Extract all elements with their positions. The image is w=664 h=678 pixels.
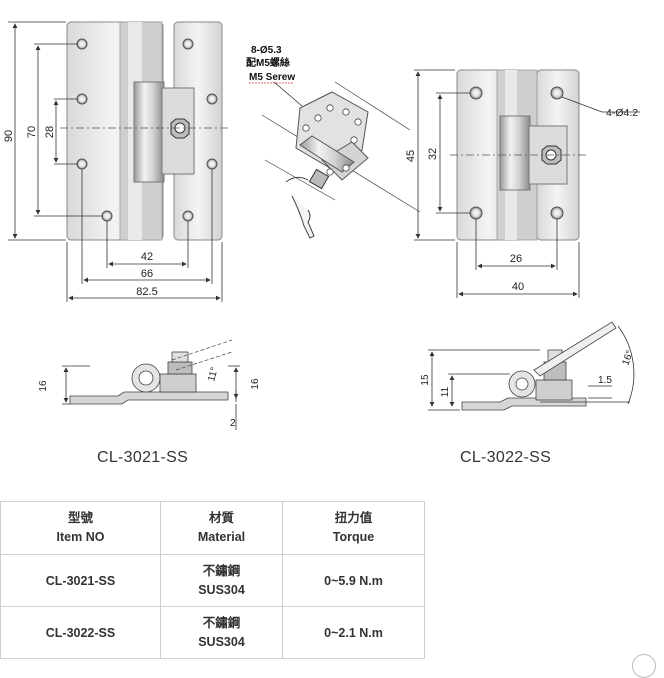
- cell-material-zh: 不鏽鋼: [202, 563, 241, 578]
- cell-item: CL-3021-SS: [0, 554, 161, 607]
- header-item-no-zh: 型號: [67, 511, 93, 525]
- header-torque-zh: 扭力值: [334, 511, 373, 525]
- side-dim-15: 15: [420, 374, 431, 386]
- right-hinge-side-view: 15 11 1.5 16°: [420, 321, 636, 411]
- dim-42: 42: [141, 251, 153, 263]
- header-material-en: Material: [197, 530, 246, 544]
- note-screw-zh: 配M5螺絲: [246, 56, 290, 69]
- header-torque-en: Torque: [332, 530, 375, 544]
- table-row: CL-3021-SS 不鏽鋼 SUS304 0~5.9 N.m: [0, 554, 425, 607]
- model-label-right: CL-3022-SS: [460, 449, 552, 466]
- side-dim-2: 2: [230, 418, 236, 429]
- note-hole-spec: 8-Ø5.3: [251, 45, 282, 56]
- left-hinge-side-view: 16 16 11° 2: [38, 339, 261, 430]
- note-screw-en: M5 Serew: [249, 72, 295, 83]
- header-item-no-en: Item NO: [56, 530, 105, 544]
- header-material-zh: 材質: [208, 511, 234, 525]
- cell-torque: 0~5.9 N.m: [282, 554, 425, 607]
- left-hinge-front-view: 90 70 28 42 66 82.5: [3, 21, 230, 302]
- header-material: 材質 Material: [160, 501, 283, 555]
- side-angle-11: 11°: [206, 366, 220, 383]
- table-row: CL-3022-SS 不鏽鋼 SUS304 0~2.1 N.m: [0, 606, 425, 659]
- cell-material: 不鏽鋼 SUS304: [160, 606, 283, 659]
- cell-material-en: SUS304: [198, 634, 245, 649]
- side-angle-16: 16°: [620, 349, 636, 367]
- side-dim-16-right: 16: [250, 378, 261, 390]
- side-dim-11: 11: [440, 386, 451, 397]
- header-torque: 扭力值 Torque: [282, 501, 425, 555]
- dim-90: 90: [3, 130, 15, 142]
- cell-material-en: SUS304: [198, 582, 245, 597]
- dim-66: 66: [141, 268, 153, 280]
- dim-28: 28: [44, 126, 56, 138]
- dim-40: 40: [512, 281, 524, 293]
- scroll-top-icon[interactable]: [632, 654, 656, 678]
- cell-material-zh: 不鏽鋼: [202, 615, 241, 630]
- cell-torque: 0~2.1 N.m: [282, 606, 425, 659]
- side-dim-1-5: 1.5: [598, 375, 612, 386]
- table-header-row: 型號 Item NO 材質 Material 扭力值 Torque: [0, 501, 425, 555]
- dim-70: 70: [26, 126, 38, 138]
- cell-item: CL-3022-SS: [0, 606, 161, 659]
- side-dim-16-left: 16: [38, 380, 49, 392]
- dim-45: 45: [405, 150, 417, 162]
- right-hinge-front-view: 45 32 26 40 4-Ø4.2: [405, 69, 640, 298]
- cell-material: 不鏽鋼 SUS304: [160, 554, 283, 607]
- center-isometric-view: 8-Ø5.3 配M5螺絲 M5 Serew: [246, 45, 421, 239]
- dim-26: 26: [510, 253, 522, 265]
- hole-note: 4-Ø4.2: [606, 107, 638, 119]
- technical-drawing: 90 70 28 42 66 82.5 8-Ø5.3 配M5螺絲 M5 Sere…: [3, 21, 640, 430]
- header-item-no: 型號 Item NO: [0, 501, 161, 555]
- spec-table: 型號 Item NO 材質 Material 扭力值 Torque CL-302…: [0, 501, 425, 659]
- dim-32: 32: [427, 148, 439, 160]
- model-label-left: CL-3021-SS: [97, 449, 189, 466]
- dim-82-5: 82.5: [136, 286, 157, 298]
